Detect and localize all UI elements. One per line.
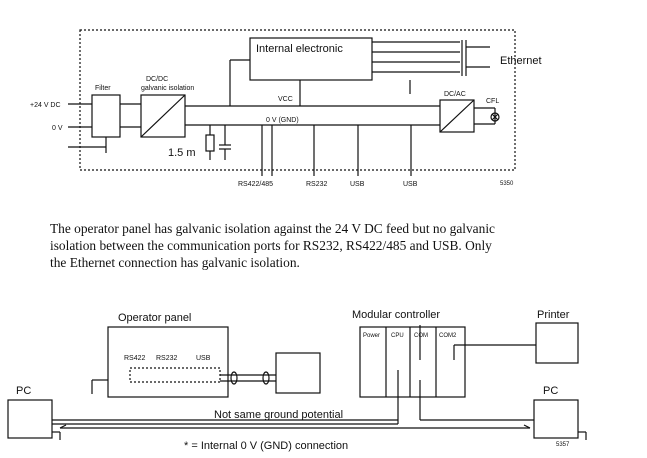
operator-panel-label: Operator panel <box>118 312 191 324</box>
modular-controller-box <box>359 326 466 398</box>
zero-v-label: 0 V <box>52 125 63 132</box>
legend-label: * = Internal 0 V (GND) connection <box>184 440 348 452</box>
dcac-label: DC/AC <box>444 91 466 98</box>
pc-left-box <box>7 399 53 439</box>
printer-label: Printer <box>537 309 570 321</box>
dcdc-label: DC/DC <box>146 76 168 83</box>
port-usb2-label: USB <box>403 181 418 188</box>
paragraph-line-2: isolation between the communication port… <box>50 238 492 253</box>
dcac-box <box>439 99 475 133</box>
dcdc-box <box>140 94 186 138</box>
paragraph-line-1: The operator panel has galvanic isolatio… <box>50 221 495 236</box>
ethernet-transformers <box>372 40 490 76</box>
pc-right-box <box>533 399 579 439</box>
port-usb-bottom-label: USB <box>196 355 211 362</box>
plus24-label: +24 V DC <box>30 102 61 109</box>
pc-right-label: PC <box>543 385 558 397</box>
port-rs232-bottom-label: RS232 <box>156 355 178 362</box>
port-rs422-485-label: RS422/485 <box>238 181 273 188</box>
filter-label: Filter <box>95 85 111 92</box>
modular-controller-label: Modular controller <box>352 309 440 321</box>
port-rs422-bottom-label: RS422 <box>124 355 146 362</box>
module-cpu-label: CPU <box>391 333 404 339</box>
enclosure-outline <box>79 29 516 171</box>
module-power-label: Power <box>363 333 380 339</box>
module-com2-label: COM2 <box>439 333 457 339</box>
device-box <box>275 352 321 394</box>
figure-id-bottom: 5357 <box>556 442 570 448</box>
cfl-lamp <box>490 112 500 122</box>
gnd-label: 0 V (GND) <box>266 117 299 124</box>
module-com-label: COM <box>414 333 428 339</box>
operator-panel-box <box>107 326 229 398</box>
description-paragraph: The operator panel has galvanic isolatio… <box>50 220 640 271</box>
cfl-label: CFL <box>486 98 499 105</box>
internal-electronic-label: Internal electronic <box>256 43 343 55</box>
resistor-label: 1.5 m <box>168 147 196 159</box>
paragraph-line-3: the Ethernet connection has galvanic iso… <box>50 255 300 270</box>
figure-id-top: 5350 <box>500 181 514 187</box>
internal-electronic-box <box>249 37 373 81</box>
filter-box <box>91 94 121 138</box>
port-rs232-label: RS232 <box>306 181 328 188</box>
printer-box <box>535 322 579 364</box>
ground-note-label: Not same ground potential <box>214 409 343 421</box>
vcc-label: VCC <box>278 96 293 103</box>
resistor-symbol <box>205 134 215 152</box>
pc-left-label: PC <box>16 385 31 397</box>
dcdc-isolation-label: galvanic isolation <box>141 85 194 92</box>
ethernet-label: Ethernet <box>500 55 542 67</box>
port-usb-label: USB <box>350 181 365 188</box>
